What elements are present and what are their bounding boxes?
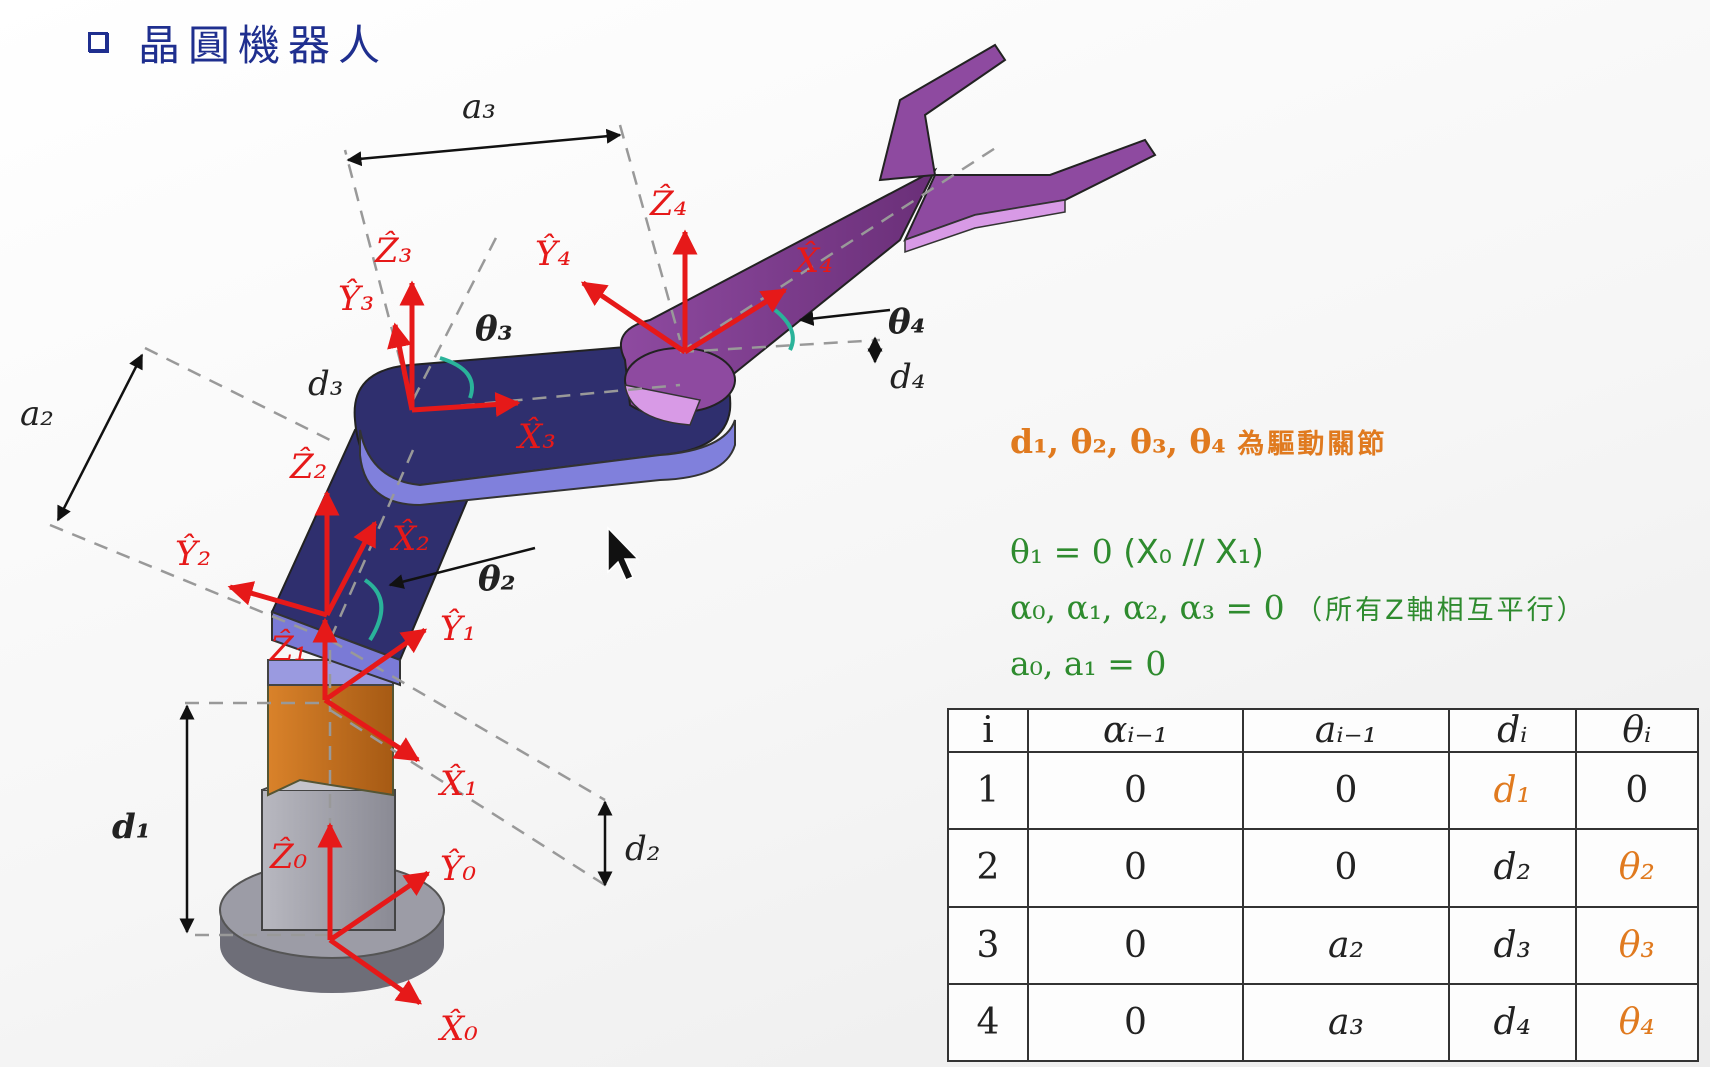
- theta1-note: θ₁ = 0 (X₀ // X₁): [1010, 532, 1264, 571]
- link-1: [267, 659, 394, 797]
- mouse-pointer-icon: [607, 526, 640, 581]
- y2-axis: [227, 581, 328, 618]
- gripper-link: [620, 43, 1157, 426]
- label-x2: X̂₂: [389, 518, 430, 559]
- construction-lines: [49, 124, 1001, 937]
- dh-parameter-table: i αᵢ₋₁ aᵢ₋₁ dᵢ θᵢ 1 0 0 d₁ 0 2 0 0 d₂ θ₂…: [947, 708, 1700, 1063]
- header-d: dᵢ: [1447, 708, 1577, 753]
- table-row: 1 0 0 d₁ 0: [947, 750, 1700, 831]
- cell-i: 3: [947, 905, 1029, 985]
- label-d3: d₃: [308, 364, 343, 404]
- label-d1: d₁: [112, 807, 151, 847]
- label-theta2: θ₂: [478, 559, 516, 599]
- label-theta4: θ₄: [888, 302, 926, 342]
- table-row: 2 0 0 d₂ θ₂: [947, 828, 1700, 908]
- header-theta: θᵢ: [1574, 708, 1700, 753]
- label-x4: X̂₄: [792, 240, 833, 281]
- label-x0: X̂₀: [437, 1008, 478, 1049]
- label-z1: Ẑ₁: [269, 628, 307, 669]
- label-y0: Ŷ₀: [440, 848, 476, 889]
- cell-theta: 0: [1574, 750, 1700, 831]
- alpha-text: （所有Z軸相互平行）: [1295, 595, 1587, 626]
- header-i: i: [947, 708, 1029, 753]
- cell-theta: θ₄: [1574, 982, 1700, 1063]
- cell-alpha: 0: [1026, 905, 1245, 985]
- cell-alpha: 0: [1026, 828, 1245, 908]
- label-x3: X̂₃: [515, 416, 556, 457]
- label-z4: Ẑ₄: [649, 183, 687, 224]
- label-d4: d₄: [890, 357, 925, 397]
- table-header-row: i αᵢ₋₁ aᵢ₋₁ dᵢ θᵢ: [947, 708, 1700, 753]
- cell-a: 0: [1242, 828, 1450, 908]
- cell-a: a₃: [1242, 982, 1450, 1063]
- label-y3: Ŷ₃: [338, 278, 374, 319]
- cell-alpha: 0: [1026, 750, 1245, 831]
- label-y2: Ŷ₂: [175, 533, 211, 574]
- alpha-note: α₀, α₁, α₂, α₃ = 0 （所有Z軸相互平行）: [1010, 588, 1587, 627]
- square-bullet-icon: [88, 32, 108, 52]
- cell-theta: θ₂: [1574, 828, 1700, 908]
- frame-axes: [227, 229, 788, 1006]
- cell-d: d₂: [1447, 828, 1577, 908]
- a-zero-math: a₀, a₁ = 0: [1010, 644, 1167, 683]
- y0-axis: [328, 870, 431, 943]
- cell-a: 0: [1242, 750, 1450, 831]
- label-z2: Ẑ₂: [289, 446, 327, 487]
- cell-i: 1: [947, 750, 1029, 831]
- table-row: 3 0 a₂ d₃ θ₃: [947, 905, 1700, 985]
- cell-alpha: 0: [1026, 982, 1245, 1063]
- y1-axis: [323, 627, 428, 703]
- cell-d: d₁: [1447, 750, 1577, 831]
- x3-axis: [411, 392, 521, 417]
- x2-axis: [324, 520, 378, 617]
- actuated-text: 為驅動關節: [1237, 429, 1388, 460]
- header-a: aᵢ₋₁: [1242, 708, 1450, 753]
- x0-axis: [328, 937, 423, 1006]
- angle-arcs: [363, 308, 795, 642]
- actuated-joints-note: d₁, θ₂, θ₃, θ₄ 為驅動關節: [1010, 422, 1387, 461]
- cell-d: d₄: [1447, 982, 1577, 1063]
- header-alpha: αᵢ₋₁: [1026, 708, 1245, 753]
- table-row: 4 0 a₃ d₄ θ₄: [947, 982, 1700, 1063]
- y3-axis: [387, 322, 415, 411]
- label-theta3: θ₃: [475, 309, 513, 349]
- label-x1: X̂₁: [437, 763, 478, 804]
- label-y4: Ŷ₄: [535, 233, 571, 274]
- label-z3: Ẑ₃: [374, 230, 412, 271]
- slide-title: 晶圓機器人: [88, 14, 388, 70]
- slide-title-text: 晶圓機器人: [138, 20, 389, 70]
- label-d2: d₂: [625, 829, 660, 869]
- x1-axis: [323, 697, 421, 763]
- cell-i: 4: [947, 982, 1029, 1063]
- cell-d: d₃: [1447, 905, 1577, 985]
- diagram-labels: a₃ a₂ d₁ d₂ d₃ d₄ θ₂ θ₃ θ₄ Ẑ₀ Ŷ₀ X̂₀ X̂₁…: [20, 87, 926, 1049]
- dimension-lines: [56, 128, 891, 934]
- cell-theta: θ₃: [1574, 905, 1700, 985]
- label-a2: a₂: [20, 394, 54, 434]
- cell-a: a₂: [1242, 905, 1450, 985]
- a-zero-note: a₀, a₁ = 0: [1010, 644, 1166, 683]
- theta1-math: θ₁ = 0: [1010, 532, 1113, 571]
- x4-axis: [683, 287, 788, 355]
- label-a3: a₃: [462, 87, 496, 127]
- alpha-math: α₀, α₁, α₂, α₃ = 0: [1010, 588, 1285, 627]
- cell-i: 2: [947, 828, 1029, 908]
- actuated-vars: d₁, θ₂, θ₃, θ₄: [1010, 422, 1226, 461]
- label-y1: Ŷ₁: [440, 608, 476, 649]
- y4-axis: [580, 280, 687, 355]
- theta1-paren: (X₀ // X₁): [1123, 532, 1264, 571]
- label-z0: Ẑ₀: [269, 836, 308, 877]
